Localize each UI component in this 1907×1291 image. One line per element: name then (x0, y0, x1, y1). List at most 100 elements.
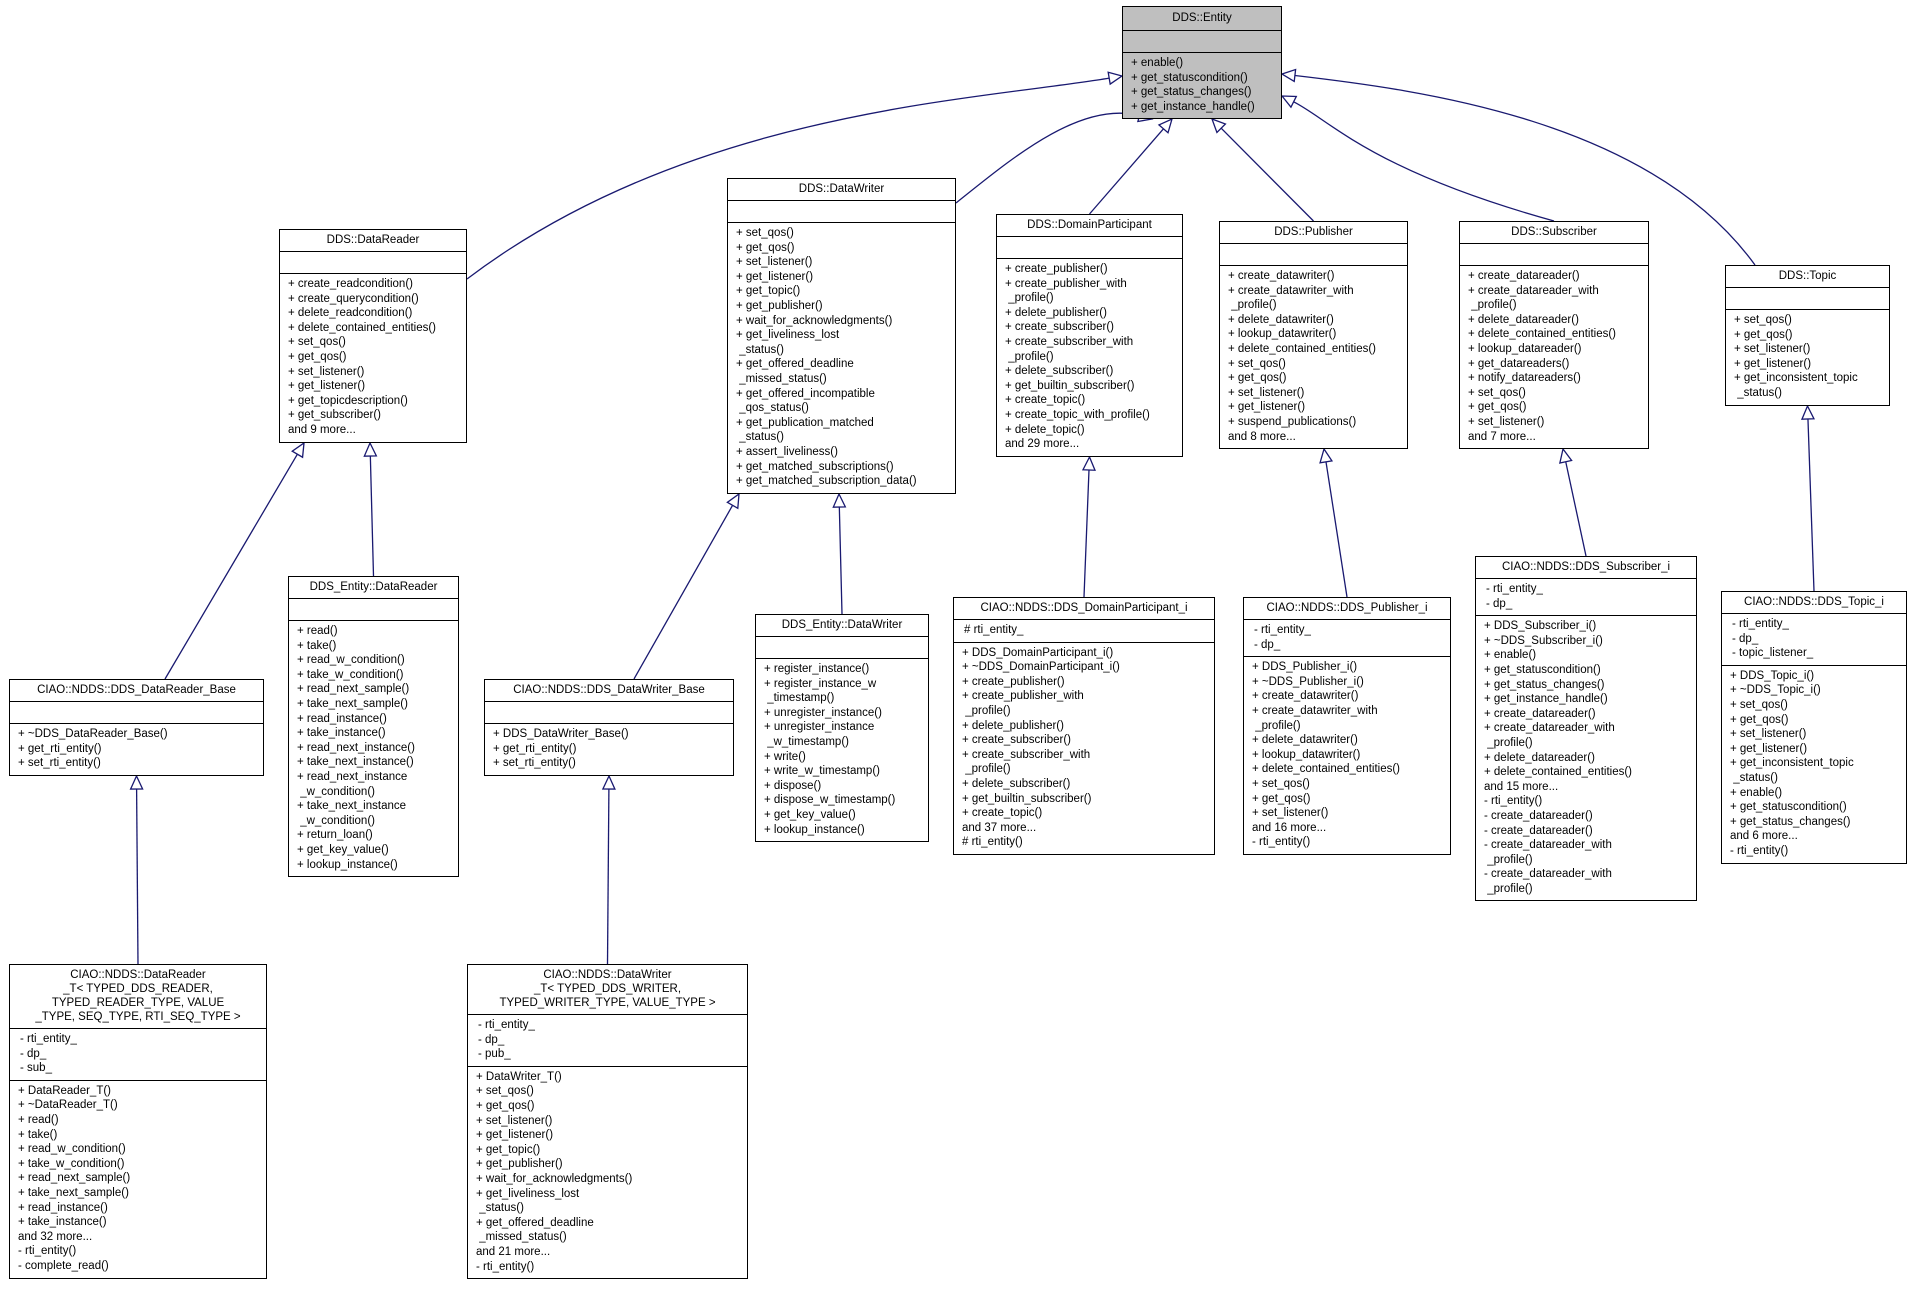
method-item: + read_next_instance (297, 770, 408, 783)
class-box-dwbase[interactable]: CIAO::NDDS::DDS_DataWriter_Base+ DDS_Dat… (484, 679, 734, 776)
method-item: + set_listener() (1734, 343, 1811, 356)
inheritance-edge (606, 788, 610, 965)
method-item: + get_matched_subscriptions() (736, 460, 894, 473)
method-item: and 29 more... (1005, 438, 1080, 451)
attributes-section (728, 201, 955, 223)
methods-section: + create_publisher()+ create_publisher_w… (997, 259, 1182, 456)
attribute-item: - rti_entity_ (1254, 624, 1311, 636)
class-box-datareader-t[interactable]: CIAO::NDDS::DataReader _T< TYPED_DDS_REA… (9, 964, 267, 1279)
inheritance-edge (633, 504, 734, 680)
class-name: DDS::DomainParticipant (997, 215, 1182, 237)
method-item: _profile() (1484, 853, 1533, 866)
attributes-section (1726, 288, 1889, 310)
method-item: _w_condition() (297, 785, 375, 798)
method-item: + set_listener() (288, 365, 365, 378)
method-item: + get_qos() (1468, 401, 1527, 414)
method-item: + set_listener() (1228, 386, 1305, 399)
class-name: CIAO::NDDS::DDS_DataReader_Base (10, 680, 263, 702)
inheritance-edge (1294, 74, 1756, 266)
method-item: _w_timestamp() (764, 735, 849, 748)
method-item: and 16 more... (1252, 821, 1327, 834)
class-name: CIAO::NDDS::DDS_Publisher_i (1244, 598, 1450, 620)
method-item: _status() (736, 343, 784, 356)
inheritance-edge (164, 453, 298, 680)
method-item: - create_datareader_with (1484, 839, 1612, 852)
method-item: - rti_entity() (1730, 844, 1789, 857)
class-box-domainparticipant[interactable]: DDS::DomainParticipant+ create_publisher… (996, 214, 1183, 457)
inheritance-arrowhead (726, 492, 740, 510)
inheritance-arrowhead (1280, 95, 1298, 109)
method-item: + set_listener() (1468, 415, 1545, 428)
attribute-item: - dp_ (478, 1033, 505, 1046)
class-box-entity[interactable]: DDS::Entity+ enable()+ get_statusconditi… (1122, 6, 1282, 120)
attribute-item: - pub_ (478, 1048, 511, 1061)
inheritance-edge (1565, 461, 1587, 557)
method-item: + notify_datareaders() (1468, 372, 1581, 385)
class-name: DDS::Publisher (1220, 222, 1407, 244)
method-item: + enable() (1131, 57, 1184, 69)
class-name: CIAO::NDDS::DataWriter _T< TYPED_DDS_WRI… (468, 965, 747, 1015)
inheritance-arrowhead (1210, 117, 1227, 134)
inheritance-arrowhead (601, 774, 616, 790)
method-item: _profile() (1468, 299, 1517, 312)
method-item: + create_topic() (1005, 394, 1086, 407)
method-item: + ~DDS_Publisher_i() (1252, 675, 1364, 688)
method-item: + DDS_DomainParticipant_i() (962, 646, 1114, 659)
inheritance-arrowhead (1107, 71, 1124, 86)
class-box-topic[interactable]: DDS::Topic+ set_qos()+ get_qos()+ set_li… (1725, 265, 1890, 406)
method-item: + DataReader_T() (18, 1084, 111, 1097)
class-box-entity-datareader[interactable]: DDS_Entity::DataReader+ read()+ take()+ … (288, 576, 459, 878)
class-box-publisher[interactable]: DDS::Publisher+ create_datawriter()+ cre… (1219, 221, 1408, 450)
method-item: + create_datawriter() (1252, 690, 1359, 703)
method-item: + create_publisher() (962, 675, 1065, 688)
method-item: + take_w_condition() (18, 1157, 125, 1170)
method-item: + unregister_instance() (764, 706, 882, 719)
attributes-section (280, 252, 466, 274)
method-item: + get_listener() (736, 270, 814, 283)
method-item: + DDS_Publisher_i() (1252, 661, 1358, 674)
method-item: + create_querycondition() (288, 292, 419, 305)
attributes-section (1460, 244, 1648, 266)
method-item: + get_key_value() (297, 843, 389, 856)
method-item: _w_condition() (297, 814, 375, 827)
methods-section: + DataWriter_T()+ set_qos()+ get_qos()+ … (468, 1067, 747, 1278)
attributes-section: # rti_entity_ (954, 620, 1214, 643)
method-item: _qos_status() (736, 402, 809, 415)
method-item: + get_status_changes() (1484, 678, 1605, 691)
method-item: + create_publisher_with (962, 690, 1084, 703)
method-item: _timestamp() (764, 692, 835, 705)
method-item: + create_topic_with_profile() (1005, 408, 1150, 421)
attributes-section: - rti_entity_- dp_ (1476, 579, 1696, 617)
method-item: + DDS_Subscriber_i() (1484, 620, 1597, 633)
method-item: + set_qos() (736, 227, 794, 239)
method-item: + delete_readcondition() (288, 307, 413, 320)
method-item: + write() (764, 750, 806, 763)
method-item: _profile() (1228, 299, 1277, 312)
class-box-sub-i[interactable]: CIAO::NDDS::DDS_Subscriber_i- rti_entity… (1475, 556, 1697, 902)
method-item: + DDS_DataWriter_Base() (493, 728, 629, 740)
class-box-dp-i[interactable]: CIAO::NDDS::DDS_DomainParticipant_i# rti… (953, 597, 1215, 855)
class-box-entity-datawriter[interactable]: DDS_Entity::DataWriter+ register_instanc… (755, 614, 929, 843)
method-item: + get_instance_handle() (1484, 693, 1608, 706)
method-item: - rti_entity() (18, 1245, 77, 1258)
class-box-topic-i[interactable]: CIAO::NDDS::DDS_Topic_i- rti_entity_- dp… (1721, 591, 1907, 864)
class-box-datawriter[interactable]: DDS::DataWriter+ set_qos()+ get_qos()+ s… (727, 178, 956, 494)
class-box-drbase[interactable]: CIAO::NDDS::DDS_DataReader_Base+ ~DDS_Da… (9, 679, 264, 776)
class-box-datareader[interactable]: DDS::DataReader+ create_readcondition()+… (279, 229, 467, 443)
class-box-datawriter-t[interactable]: CIAO::NDDS::DataWriter _T< TYPED_DDS_WRI… (467, 964, 748, 1280)
method-item: + get_publication_matched (736, 416, 874, 429)
method-item: + get_status_changes() (1730, 815, 1851, 828)
method-item: + get_rti_entity() (493, 742, 577, 755)
method-item: + lookup_instance() (764, 823, 865, 836)
attribute-item: - rti_entity_ (478, 1019, 535, 1031)
method-item: - create_datareader() (1484, 824, 1593, 837)
inheritance-arrowhead (1559, 447, 1573, 464)
method-item: + register_instance_w (764, 677, 877, 690)
method-item: + get_liveliness_lost (736, 329, 840, 342)
method-item: + get_matched_subscription_data() (736, 475, 917, 488)
class-box-subscriber[interactable]: DDS::Subscriber+ create_datareader()+ cr… (1459, 221, 1649, 450)
method-item: + register_instance() (764, 663, 870, 675)
class-name: DDS::Entity (1123, 7, 1281, 31)
method-item: and 15 more... (1484, 780, 1559, 793)
class-box-pub-i[interactable]: CIAO::NDDS::DDS_Publisher_i- rti_entity_… (1243, 597, 1451, 855)
